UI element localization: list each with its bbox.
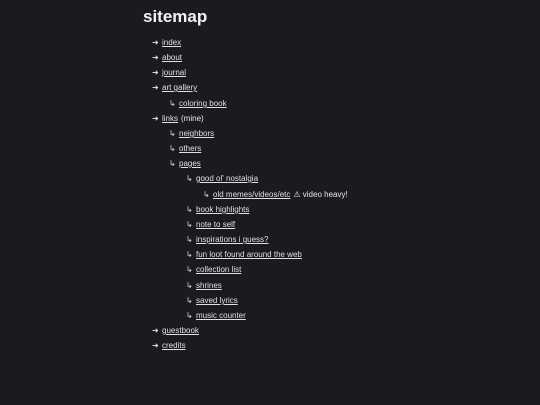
arrow-right-icon: ➜ (152, 83, 159, 92)
list-item: ➜ guestbook (152, 324, 199, 338)
link-art-gallery[interactable]: art gallery (162, 83, 198, 92)
link-old-memes-videos-etc[interactable]: old memes/videos/etc (213, 190, 291, 199)
return-arrow-icon: ↳ (186, 265, 193, 274)
list-item: ↳ old memes/videos/etc ⚠ video heavy! (203, 188, 348, 202)
link-book-highlights[interactable]: book highlights (196, 205, 250, 214)
list-item: ↳ music counter (186, 309, 246, 323)
link-links[interactable]: links (162, 114, 179, 123)
list-item: ↳ note to self (186, 218, 235, 232)
link-neighbors[interactable]: neighbors (179, 129, 215, 138)
link-index[interactable]: index (162, 38, 182, 47)
arrow-right-icon: ➜ (152, 38, 159, 47)
return-arrow-icon: ↳ (186, 296, 193, 305)
link-pages[interactable]: pages (179, 159, 201, 168)
link-guestbook[interactable]: guestbook (162, 326, 199, 335)
list-item: ↳ inspirations i guess? (186, 233, 268, 247)
list-item: ↳ coloring book (169, 97, 227, 111)
link-saved-lyrics[interactable]: saved lyrics (196, 296, 238, 305)
list-item: ↳ pages (169, 157, 201, 171)
arrow-right-icon: ➜ (152, 114, 159, 123)
return-arrow-icon: ↳ (186, 311, 193, 320)
list-item: ↳ shrines (186, 279, 222, 293)
link-shrines[interactable]: shrines (196, 281, 222, 290)
list-item: ↳ collection list (186, 263, 241, 277)
arrow-right-icon: ➜ (152, 68, 159, 77)
link-fun-loot[interactable]: fun loot found around the web (196, 250, 302, 259)
return-arrow-icon: ↳ (186, 205, 193, 214)
list-item: ↳ neighbors (169, 127, 214, 141)
return-arrow-icon: ↳ (186, 235, 193, 244)
link-others[interactable]: others (179, 144, 202, 153)
link-coloring-book[interactable]: coloring book (179, 99, 227, 108)
list-item: ➜ credits (152, 339, 186, 353)
arrow-right-icon: ➜ (152, 53, 159, 62)
list-item: ➜ art gallery (152, 81, 197, 95)
link-credits[interactable]: credits (162, 341, 186, 350)
list-item: ➜ journal (152, 66, 186, 80)
return-arrow-icon: ↳ (186, 281, 193, 290)
return-arrow-icon: ↳ (203, 190, 210, 199)
list-item: ➜ links (mine) (152, 112, 204, 126)
links-note: (mine) (181, 114, 204, 123)
return-arrow-icon: ↳ (186, 220, 193, 229)
video-heavy-warning: ⚠ video heavy! (293, 190, 348, 199)
list-item: ↳ others (169, 142, 201, 156)
link-inspirations[interactable]: inspirations i guess? (196, 235, 269, 244)
list-item: ➜ about (152, 51, 182, 65)
return-arrow-icon: ↳ (169, 99, 176, 108)
link-good-ol-nostalgia[interactable]: good ol' nostalgia (196, 174, 259, 183)
link-music-counter[interactable]: music counter (196, 311, 246, 320)
arrow-right-icon: ➜ (152, 326, 159, 335)
list-item: ↳ book highlights (186, 203, 249, 217)
return-arrow-icon: ↳ (186, 174, 193, 183)
return-arrow-icon: ↳ (169, 129, 176, 138)
list-item: ➜ index (152, 36, 181, 50)
link-note-to-self[interactable]: note to self (196, 220, 236, 229)
return-arrow-icon: ↳ (169, 159, 176, 168)
link-journal[interactable]: journal (162, 68, 187, 77)
return-arrow-icon: ↳ (169, 144, 176, 153)
link-about[interactable]: about (162, 53, 183, 62)
arrow-right-icon: ➜ (152, 341, 159, 350)
return-arrow-icon: ↳ (186, 250, 193, 259)
list-item: ↳ fun loot found around the web (186, 248, 302, 262)
page-title: sitemap (143, 7, 208, 26)
list-item: ↳ saved lyrics (186, 294, 238, 308)
list-item: ↳ good ol' nostalgia (186, 172, 258, 186)
link-collection-list[interactable]: collection list (196, 265, 242, 274)
